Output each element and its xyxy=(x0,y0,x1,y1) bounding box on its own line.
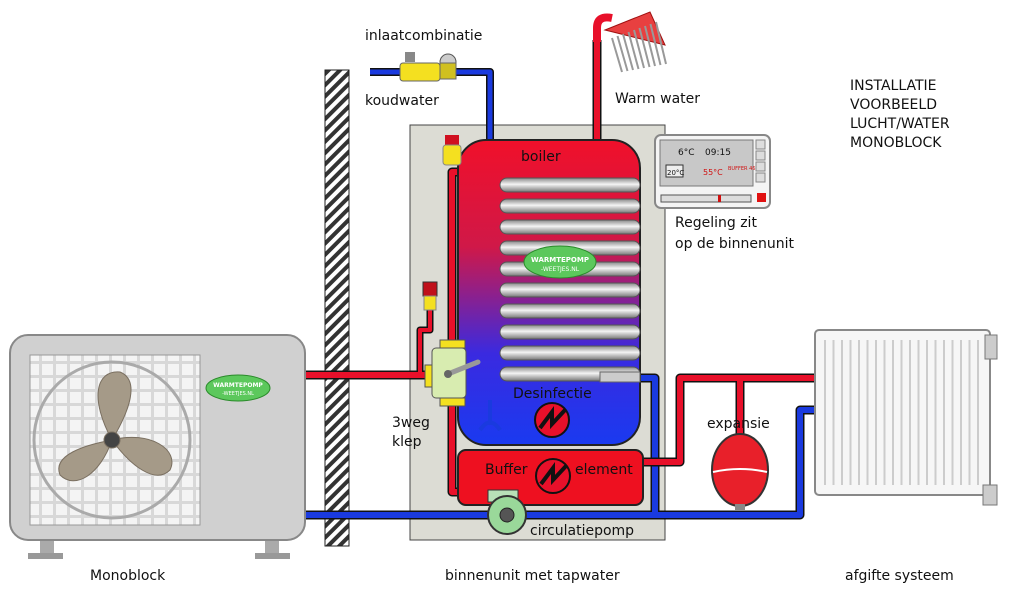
label-element: element xyxy=(575,462,633,478)
label-inlet-combination: inlaatcombinatie xyxy=(365,28,482,44)
shower-head-icon xyxy=(593,11,667,73)
logo-boiler: WARMTEPOMP -WEETJES.NL xyxy=(523,245,597,279)
svg-text:-WEETJES.NL: -WEETJES.NL xyxy=(222,391,254,397)
label-disinfection: Desinfectie xyxy=(513,386,592,402)
title-line: MONOBLOCK xyxy=(850,135,942,151)
water-stream xyxy=(655,21,667,65)
buffer-heating-element-icon xyxy=(535,458,571,494)
label-control-2: op de binnenunit xyxy=(675,236,794,252)
svg-text:-WEETJES.NL: -WEETJES.NL xyxy=(541,266,580,273)
coil-turn xyxy=(499,303,641,319)
water-stream xyxy=(611,37,623,73)
expansion-vessel-icon xyxy=(711,433,769,510)
circulation-pump-icon xyxy=(487,489,527,535)
water-stream xyxy=(627,31,640,70)
label-control-1: Regeling zit xyxy=(675,215,757,231)
label-indoor-unit: binnenunit met tapwater xyxy=(445,568,620,584)
coil-turn xyxy=(499,324,641,340)
water-stream xyxy=(649,23,662,66)
title-line: LUCHT/WATER xyxy=(850,116,950,132)
label-boiler: boiler xyxy=(521,149,561,165)
wall xyxy=(324,69,350,547)
coil-turn xyxy=(499,219,641,235)
clock: 09:15 xyxy=(705,148,731,158)
water-stream xyxy=(622,33,634,71)
water-stream xyxy=(638,27,651,68)
coil-turn xyxy=(499,282,641,298)
control-panel[interactable]: 6°C 09:15 20°C 55°C BUFFER 46 xyxy=(654,134,771,209)
room-temp: 20°C xyxy=(667,169,684,177)
coil-turn xyxy=(499,198,641,214)
svg-text:WARMTEPOMP: WARMTEPOMP xyxy=(213,382,263,389)
water-stream xyxy=(633,29,645,69)
label-three-way-2: klep xyxy=(392,434,422,450)
label-expansion: expansie xyxy=(707,416,770,432)
water-stream xyxy=(644,25,656,67)
title-block: INSTALLATIE VOORBEELD LUCHT/WATER MONOBL… xyxy=(850,78,950,151)
monoblock-outdoor-unit xyxy=(9,334,306,559)
title-line: INSTALLATIE xyxy=(850,78,936,94)
label-cold-water: koudwater xyxy=(365,93,439,109)
label-warm-water: Warm water xyxy=(615,91,700,107)
outdoor-temp: 6°C xyxy=(678,148,695,158)
label-circulation-pump: circulatiepomp xyxy=(530,523,634,539)
air-vent-icon xyxy=(442,135,462,166)
coil-turn xyxy=(499,345,641,361)
coil-turn xyxy=(499,177,641,193)
safety-valve-icon xyxy=(422,281,438,311)
coil-outlet xyxy=(599,371,641,383)
water-temp: 55°C xyxy=(703,168,723,177)
disinfection-heating-element-icon xyxy=(534,402,570,438)
heat-exchanger-coil xyxy=(499,177,641,383)
label-monoblock: Monoblock xyxy=(90,568,166,584)
label-buffer: Buffer xyxy=(485,462,528,478)
fan-icon xyxy=(58,371,173,482)
three-way-valve-icon xyxy=(424,339,481,407)
label-three-way-1: 3weg xyxy=(392,415,430,431)
water-stream xyxy=(616,35,629,72)
buffer-readout: BUFFER 46 xyxy=(728,166,755,172)
radiator-icon xyxy=(814,329,998,506)
title-line: VOORBEELD xyxy=(850,97,937,113)
logo-monoblock: WARMTEPOMP -WEETJES.NL xyxy=(205,374,271,402)
label-emission-system: afgifte systeem xyxy=(845,568,954,584)
svg-text:WARMTEPOMP: WARMTEPOMP xyxy=(531,256,589,264)
inlet-combination-icon xyxy=(399,52,457,82)
